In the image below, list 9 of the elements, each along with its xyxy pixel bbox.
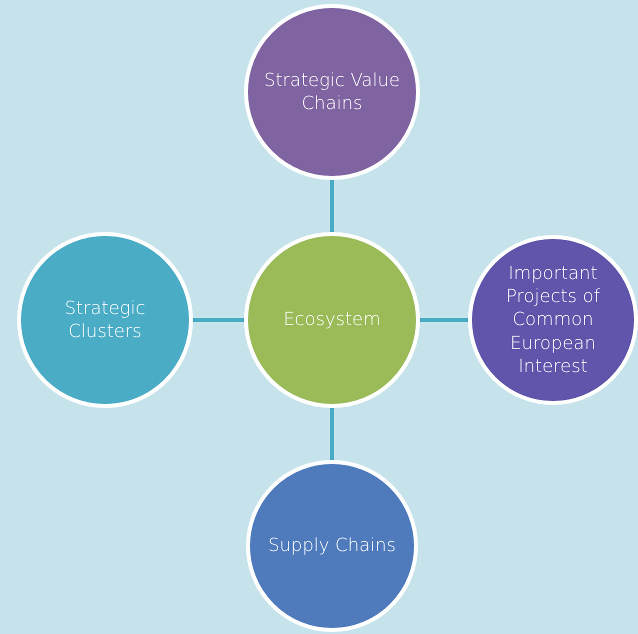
- connector-line: [330, 180, 334, 232]
- node-label: Important Projects of Common European Interest: [504, 262, 602, 378]
- connector-line: [193, 318, 244, 322]
- node-label: Strategic Value Chains: [263, 68, 401, 116]
- node-label: Ecosystem: [282, 308, 382, 332]
- connector-line: [420, 318, 468, 322]
- node-label: Strategic Clusters: [64, 296, 146, 344]
- connector-line: [330, 408, 334, 460]
- node-label: Supply Chains: [267, 534, 397, 558]
